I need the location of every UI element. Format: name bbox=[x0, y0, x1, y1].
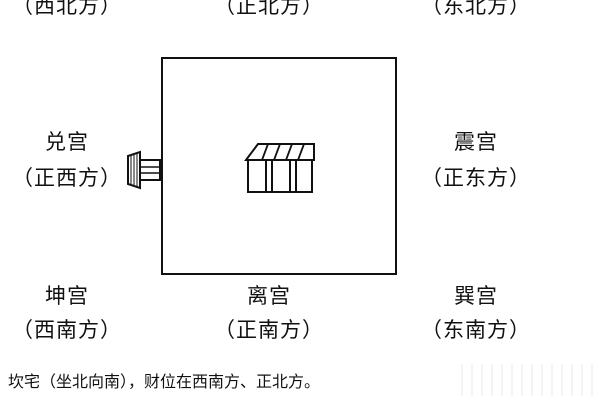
west-direction-label: （正西方） bbox=[12, 166, 122, 190]
southeast-direction-label: （东南方） bbox=[421, 318, 531, 342]
caption-text: 坎宅（坐北向南），财位在西南方、正北方。 bbox=[8, 372, 321, 391]
southwest-direction-label: （西南方） bbox=[12, 318, 122, 342]
west-palace-name: 兑宫 bbox=[45, 130, 89, 154]
east-direction-label: （正东方） bbox=[421, 166, 531, 190]
northeast-direction-label: （东北方） bbox=[421, 0, 531, 18]
south-direction-label: （正南方） bbox=[214, 318, 324, 342]
background-texture bbox=[461, 364, 593, 396]
house-icon bbox=[244, 143, 315, 193]
house-plot-square bbox=[161, 57, 397, 275]
north-direction-label: （正北方） bbox=[214, 0, 324, 18]
south-palace-name: 离宫 bbox=[247, 284, 291, 308]
northwest-direction-label: （西北方） bbox=[12, 0, 122, 18]
door-icon bbox=[127, 150, 161, 190]
southwest-palace-name: 坤宫 bbox=[45, 284, 89, 308]
east-palace-name: 震宫 bbox=[454, 130, 498, 154]
southeast-palace-name: 巽宫 bbox=[454, 284, 498, 308]
